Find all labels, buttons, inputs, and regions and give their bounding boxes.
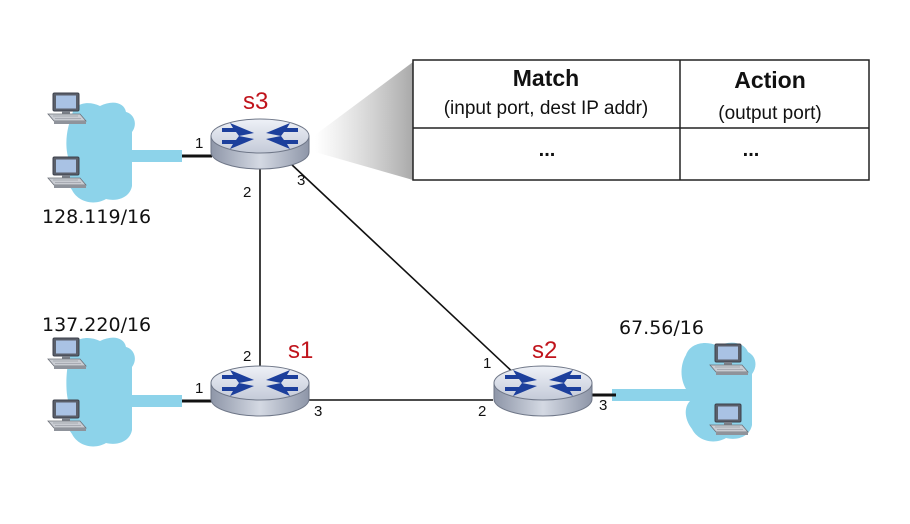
flow-table: Match (input port, dest IP addr) Action … xyxy=(412,59,870,181)
links xyxy=(259,160,519,401)
router-label-s3: s3 xyxy=(243,88,268,115)
subnet-cloud-s3 xyxy=(65,102,182,203)
action-subheader: (output port) xyxy=(718,103,822,124)
link-s3-s2 xyxy=(289,162,519,378)
port-label-s1-1: 1 xyxy=(195,380,203,397)
port-label-s3-2: 2 xyxy=(243,184,251,201)
port-label-s2-1: 1 xyxy=(483,355,491,372)
action-cell: ... xyxy=(743,139,760,161)
match-header: Match xyxy=(513,65,579,91)
port-label-s1-2: 2 xyxy=(243,348,251,365)
router-icon xyxy=(493,365,593,417)
port-label-s1-3: 3 xyxy=(314,403,322,420)
subnet-label-s1: 137.220/16 xyxy=(42,314,151,336)
port-label-s2-3: 3 xyxy=(599,397,607,414)
router-label-s2: s2 xyxy=(532,337,557,364)
router-icon xyxy=(210,118,310,170)
match-subheader: (input port, dest IP addr) xyxy=(444,98,649,119)
router-label-s1: s1 xyxy=(288,337,313,364)
subnet-cloud-s1 xyxy=(65,337,182,447)
router-icon xyxy=(210,365,310,417)
port-label-s2-2: 2 xyxy=(478,403,486,420)
flow-table-border xyxy=(412,59,870,181)
subnet-label-s2: 67.56/16 xyxy=(619,317,704,339)
match-cell: ... xyxy=(539,139,556,161)
subnet-label-s3: 128.119/16 xyxy=(42,206,151,228)
port-label-s3-1: 1 xyxy=(195,135,203,152)
action-header: Action xyxy=(734,67,806,93)
callout-shade xyxy=(315,62,413,180)
port-label-s3-3: 3 xyxy=(297,172,305,189)
